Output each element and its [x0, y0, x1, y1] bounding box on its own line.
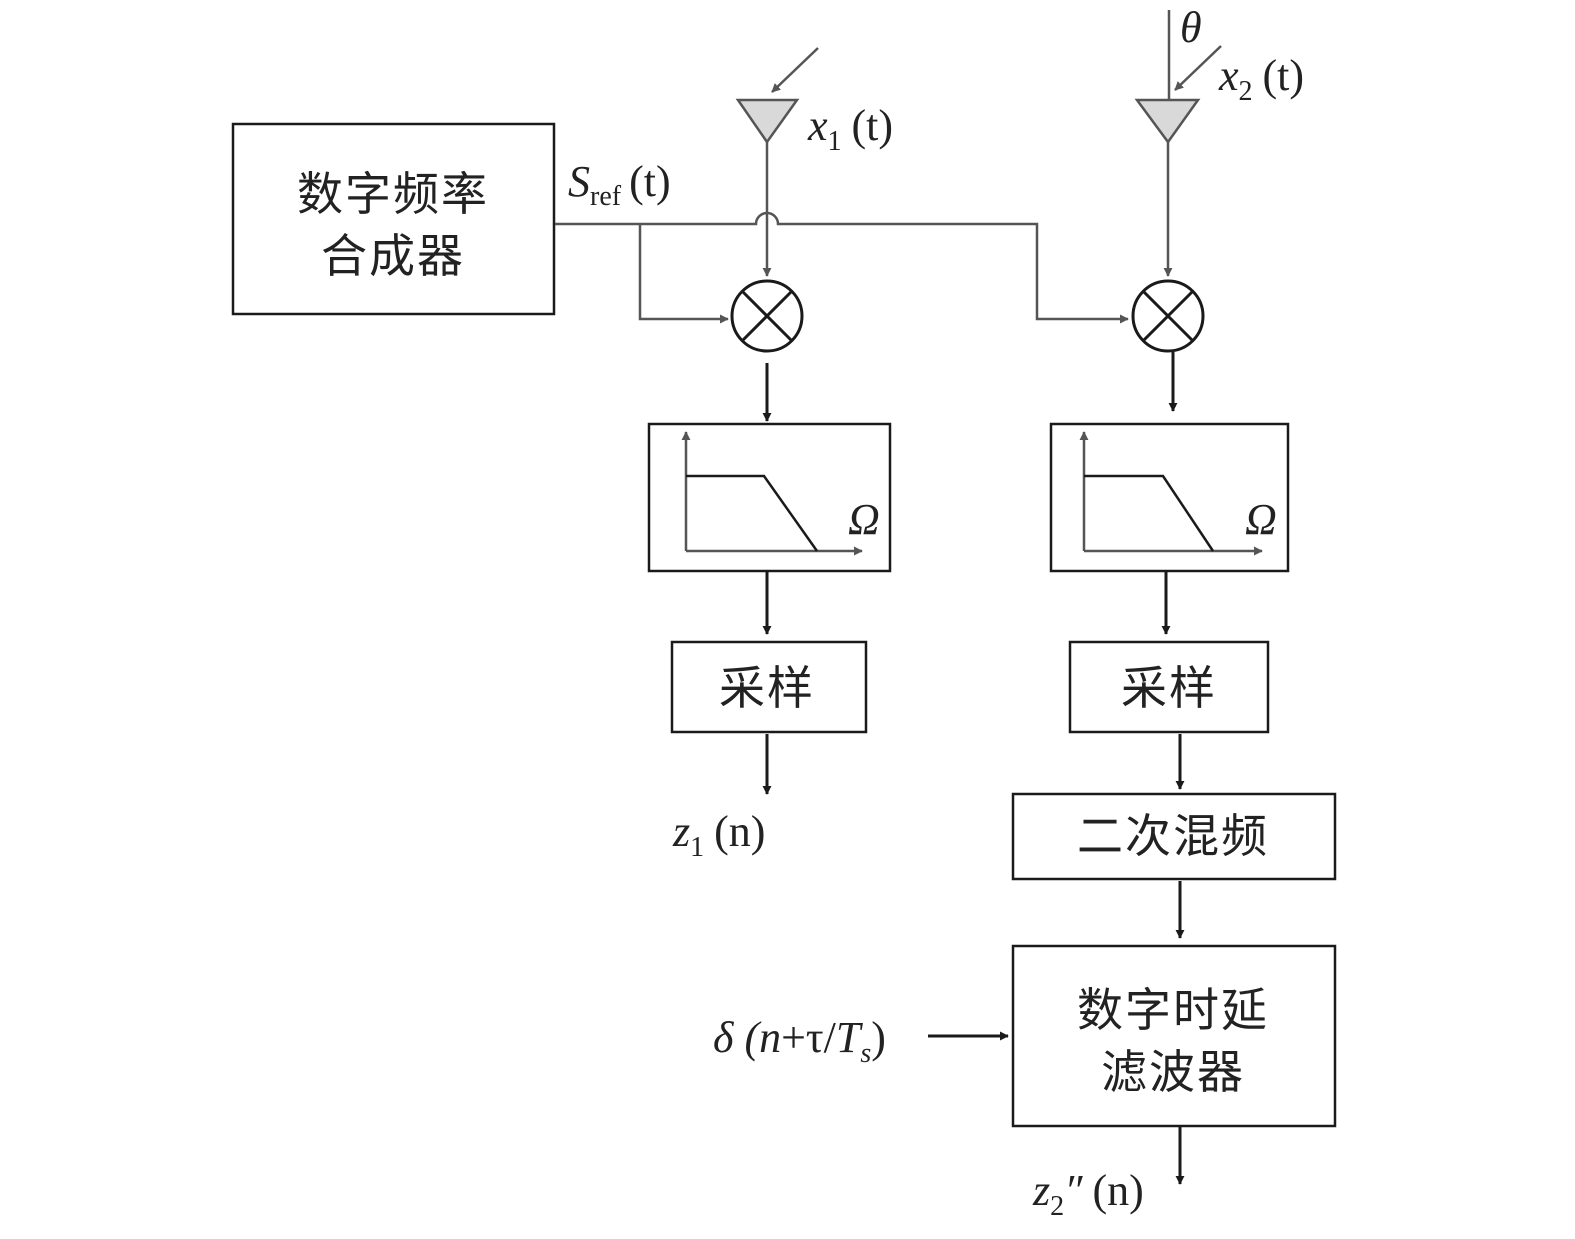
- z1-label: z1(n): [672, 807, 765, 863]
- antenna1-incoming-arrow: [771, 47, 819, 93]
- theta-label: θ: [1180, 3, 1202, 52]
- synthesizer-label-line1: 数字频率: [297, 167, 489, 221]
- mixer2-icon: [1131, 279, 1205, 353]
- reference-line: [555, 211, 1129, 324]
- omega-label-1: Ω: [848, 495, 880, 544]
- z2-label: z2″(n): [1032, 1166, 1144, 1222]
- omega-label-2: Ω: [1245, 495, 1277, 544]
- delay-filter-label-line1: 数字时延: [1077, 983, 1269, 1037]
- antenna2-incoming-arrow: [1174, 45, 1222, 91]
- delta-label: δ (n+τ/Ts): [713, 1013, 886, 1069]
- antenna1-icon: [735, 98, 800, 145]
- x1-label: x1(t): [807, 101, 893, 157]
- second-mixing-block: [1011, 792, 1337, 881]
- antenna2-icon: [1134, 98, 1201, 145]
- sref-label: Sref(t): [568, 157, 671, 212]
- second-mixing-label: 二次混频: [1077, 809, 1269, 863]
- sampler1-label: 采样: [719, 661, 815, 715]
- reference-branch-1: [638, 224, 729, 324]
- lowpass-filter1: [647, 422, 892, 573]
- delay-filter-label-line2: 滤波器: [1101, 1045, 1245, 1099]
- sampler2-label: 采样: [1121, 661, 1217, 715]
- x2-label: x2(t): [1218, 51, 1304, 107]
- lowpass-filter2: [1049, 422, 1290, 573]
- sampler1-block: [670, 640, 868, 734]
- delay-filter-block: [1011, 944, 1337, 1128]
- sampler2-block: [1068, 640, 1270, 734]
- synthesizer-label-line2: 合成器: [321, 229, 465, 283]
- mixer1-icon: [730, 279, 804, 353]
- synthesizer-block: [231, 122, 556, 316]
